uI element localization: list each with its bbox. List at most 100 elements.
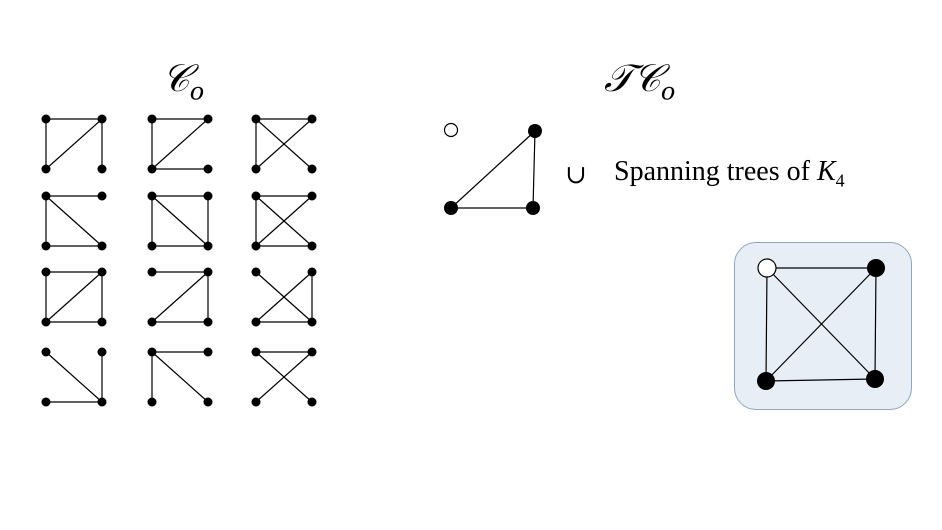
- graph-vertex: [203, 397, 213, 407]
- small-graph: [41, 267, 107, 327]
- graph-vertex: [251, 241, 261, 251]
- small-graph: [41, 347, 107, 407]
- graph-vertex: [147, 241, 157, 251]
- graph-vertex: [203, 114, 213, 124]
- small-graph: [147, 347, 213, 407]
- k4-vertex: [866, 370, 884, 388]
- graph-vertex: [307, 267, 317, 277]
- graph-vertex: [203, 241, 213, 251]
- graph-edge: [45, 195, 103, 247]
- graph-edge: [255, 271, 313, 323]
- graph-vertex: [97, 114, 107, 124]
- spanning-trees-label: Spanning trees of K4: [614, 156, 845, 192]
- graph-vertex: [147, 191, 157, 201]
- spanning-k: K: [816, 156, 836, 187]
- graph-vertex: [147, 397, 157, 407]
- graph-vertex: [251, 317, 261, 327]
- graph-vertex: [203, 347, 213, 357]
- k4-edge: [766, 267, 876, 380]
- small-graph: [41, 114, 107, 174]
- graph-vertex: [307, 191, 317, 201]
- graph-vertex: [41, 347, 51, 357]
- k4-open-vertex: [757, 258, 777, 278]
- graph-vertex: [307, 397, 317, 407]
- graph-vertex: [97, 241, 107, 251]
- graph-edge: [151, 195, 209, 247]
- label-co-sub: o: [189, 77, 205, 106]
- small-graph: [147, 114, 213, 174]
- graph-vertex: [97, 397, 107, 407]
- label-co: 𝒞o: [162, 56, 204, 106]
- triangle-edge: [450, 130, 536, 209]
- small-graph: [41, 191, 107, 251]
- triangle-vertex: [526, 201, 540, 215]
- union-symbol: ∪: [565, 160, 587, 190]
- graph-vertex: [41, 241, 51, 251]
- k4-edge: [765, 267, 877, 382]
- label-tco: 𝒯𝒞o: [604, 56, 675, 106]
- graph-edge: [151, 351, 209, 403]
- graph-vertex: [41, 317, 51, 327]
- triangle-edge: [532, 130, 536, 209]
- k4-edge: [765, 378, 876, 382]
- graph-vertex: [41, 267, 51, 277]
- graph-vertex: [307, 317, 317, 327]
- graph-edge: [151, 271, 209, 323]
- graph-edge: [45, 118, 103, 170]
- graph-vertex: [203, 317, 213, 327]
- small-graph: [251, 347, 317, 407]
- graph-vertex: [251, 191, 261, 201]
- graph-vertex: [307, 164, 317, 174]
- graph-edge: [151, 118, 209, 170]
- k4-edge: [874, 267, 877, 380]
- graph-vertex: [251, 267, 261, 277]
- small-graph: [251, 267, 317, 327]
- graph-vertex: [97, 191, 107, 201]
- label-tco-sub: o: [660, 77, 676, 106]
- triangle-vertex: [444, 201, 458, 215]
- graph-edge: [255, 195, 313, 247]
- graph-vertex: [203, 267, 213, 277]
- graph-vertex: [251, 397, 261, 407]
- graph-vertex: [97, 164, 107, 174]
- graph-vertex: [203, 191, 213, 201]
- graph-vertex: [41, 164, 51, 174]
- triangle-vertex: [528, 124, 542, 138]
- spanning-text: Spanning trees of: [614, 156, 817, 187]
- graph-vertex: [147, 164, 157, 174]
- small-graph: [147, 191, 213, 251]
- k4-edge: [765, 267, 768, 382]
- triangle-graph: [443, 122, 542, 215]
- graph-vertex: [307, 114, 317, 124]
- graph-vertex: [147, 347, 157, 357]
- small-graph: [147, 267, 213, 327]
- graph-edge: [45, 271, 103, 323]
- graph-vertex: [307, 347, 317, 357]
- k4-highlight-box: [734, 242, 912, 410]
- graph-vertex: [41, 191, 51, 201]
- small-graph: [251, 114, 317, 174]
- graph-vertex: [147, 114, 157, 124]
- graph-vertex: [97, 267, 107, 277]
- graph-vertex: [251, 347, 261, 357]
- graph-edge: [45, 351, 103, 403]
- triangle-open-vertex: [443, 122, 459, 138]
- spanning-sub: 4: [835, 170, 845, 191]
- small-graph: [251, 191, 317, 251]
- graph-vertex: [97, 347, 107, 357]
- graph-vertex: [147, 317, 157, 327]
- k4-vertex: [757, 372, 775, 390]
- graph-vertex: [147, 267, 157, 277]
- k4-vertex: [867, 259, 885, 277]
- k4-graph: [757, 258, 885, 390]
- label-co-main: 𝒞: [162, 56, 190, 100]
- graph-vertex: [97, 317, 107, 327]
- graph-vertex: [251, 114, 261, 124]
- graph-grid: [41, 114, 317, 407]
- graph-vertex: [41, 114, 51, 124]
- graph-vertex: [307, 241, 317, 251]
- graph-edge: [255, 351, 313, 403]
- graph-vertex: [203, 164, 213, 174]
